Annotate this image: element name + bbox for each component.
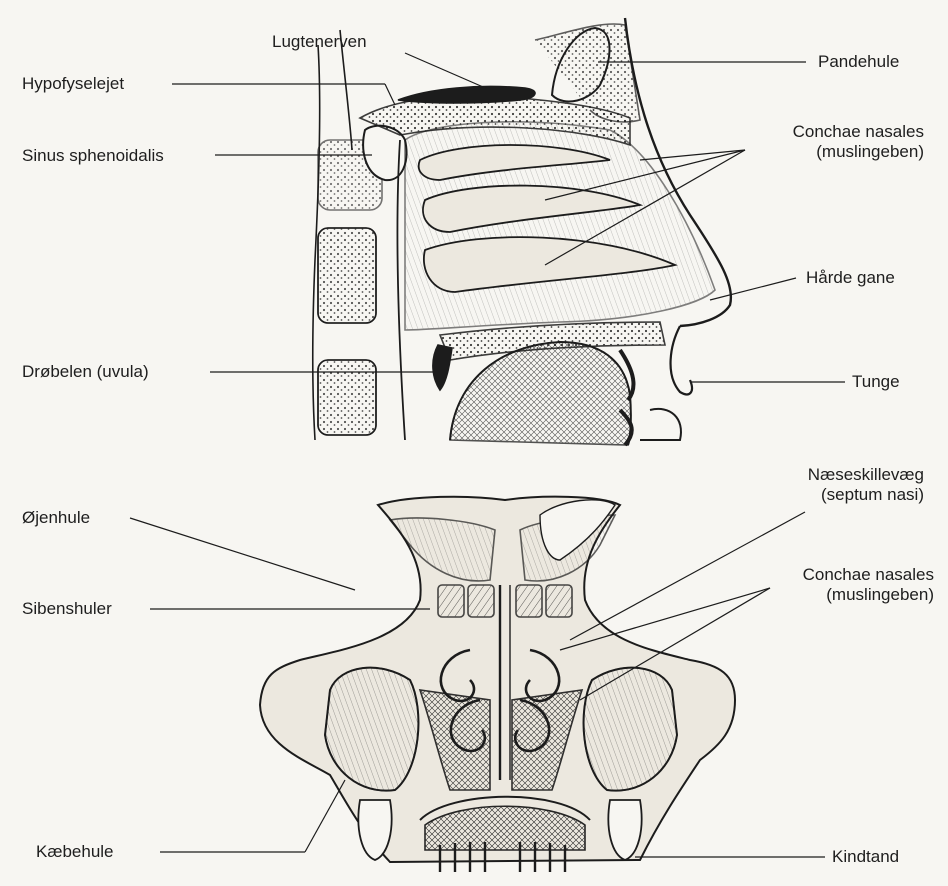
label-conchae-top-line1: Conchae nasales xyxy=(752,122,924,142)
label-naeseskillevaeg-line1: Næseskillevæg xyxy=(752,465,924,485)
sagittal-section xyxy=(313,18,731,445)
coronal-section xyxy=(260,497,735,872)
label-naeseskillevaeg: Næseskillevæg (septum nasi) xyxy=(752,465,924,505)
label-kindtand: Kindtand xyxy=(832,847,899,867)
label-conchae-bottom-line2: (muslingeben) xyxy=(752,585,934,605)
label-hypofyselejet: Hypofyselejet xyxy=(22,74,124,94)
label-conchae-top-line2: (muslingeben) xyxy=(752,142,924,162)
label-kaebehule: Kæbehule xyxy=(36,842,114,862)
label-conchae-bottom-line1: Conchae nasales xyxy=(752,565,934,585)
label-lugtenerven: Lugtenerven xyxy=(272,32,367,52)
label-naeseskillevaeg-line2: (septum nasi) xyxy=(752,485,924,505)
label-tunge: Tunge xyxy=(852,372,900,392)
label-droebelen: Drøbelen (uvula) xyxy=(22,362,149,382)
label-haarde-gane: Hårde gane xyxy=(806,268,895,288)
label-pandehule: Pandehule xyxy=(818,52,899,72)
label-conchae-nasales-bottom: Conchae nasales (muslingeben) xyxy=(752,565,934,605)
label-oejenhule: Øjenhule xyxy=(22,508,90,528)
label-sibenshuler: Sibenshuler xyxy=(22,599,112,619)
label-sinus-sphenoidalis: Sinus sphenoidalis xyxy=(22,146,164,166)
label-conchae-nasales-top: Conchae nasales (muslingeben) xyxy=(752,122,924,162)
